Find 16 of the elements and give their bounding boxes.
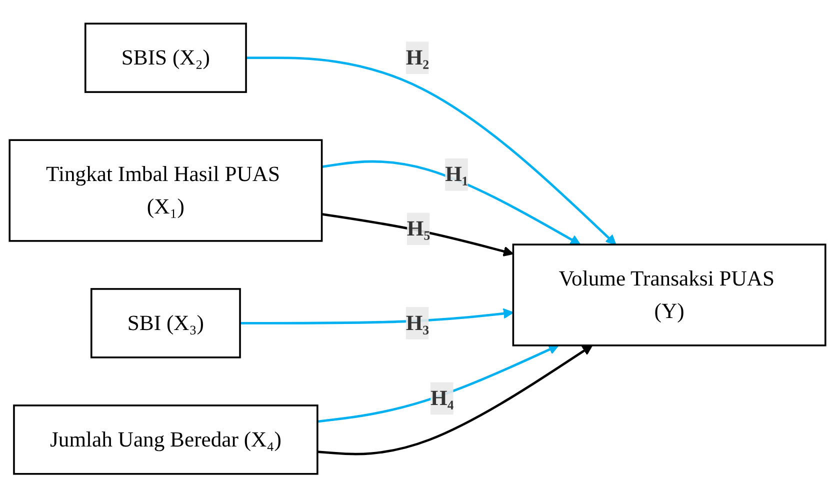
arrow — [240, 308, 514, 325]
node-box: Volume Transaksi PUAS (Y) — [512, 244, 826, 347]
edge-label: H₅ — [406, 216, 430, 241]
node-box: SBI (X₃) — [90, 288, 241, 359]
arrow — [322, 213, 514, 257]
edge-label: H₁ — [445, 162, 468, 186]
edge-label: H₂ — [406, 45, 430, 70]
node-box: Jumlah Uang Beredar (X₄) — [13, 404, 318, 476]
arrow — [322, 160, 581, 246]
node-box: Tingkat Imbal Hasil PUAS (X₁) — [8, 139, 323, 242]
arrow — [317, 344, 560, 424]
edge-label: H₃ — [406, 310, 430, 335]
arrow — [246, 56, 616, 246]
edge-label: H₄ — [430, 386, 454, 410]
arrow — [317, 345, 593, 456]
node-box: SBIS (X₂) — [84, 22, 247, 94]
